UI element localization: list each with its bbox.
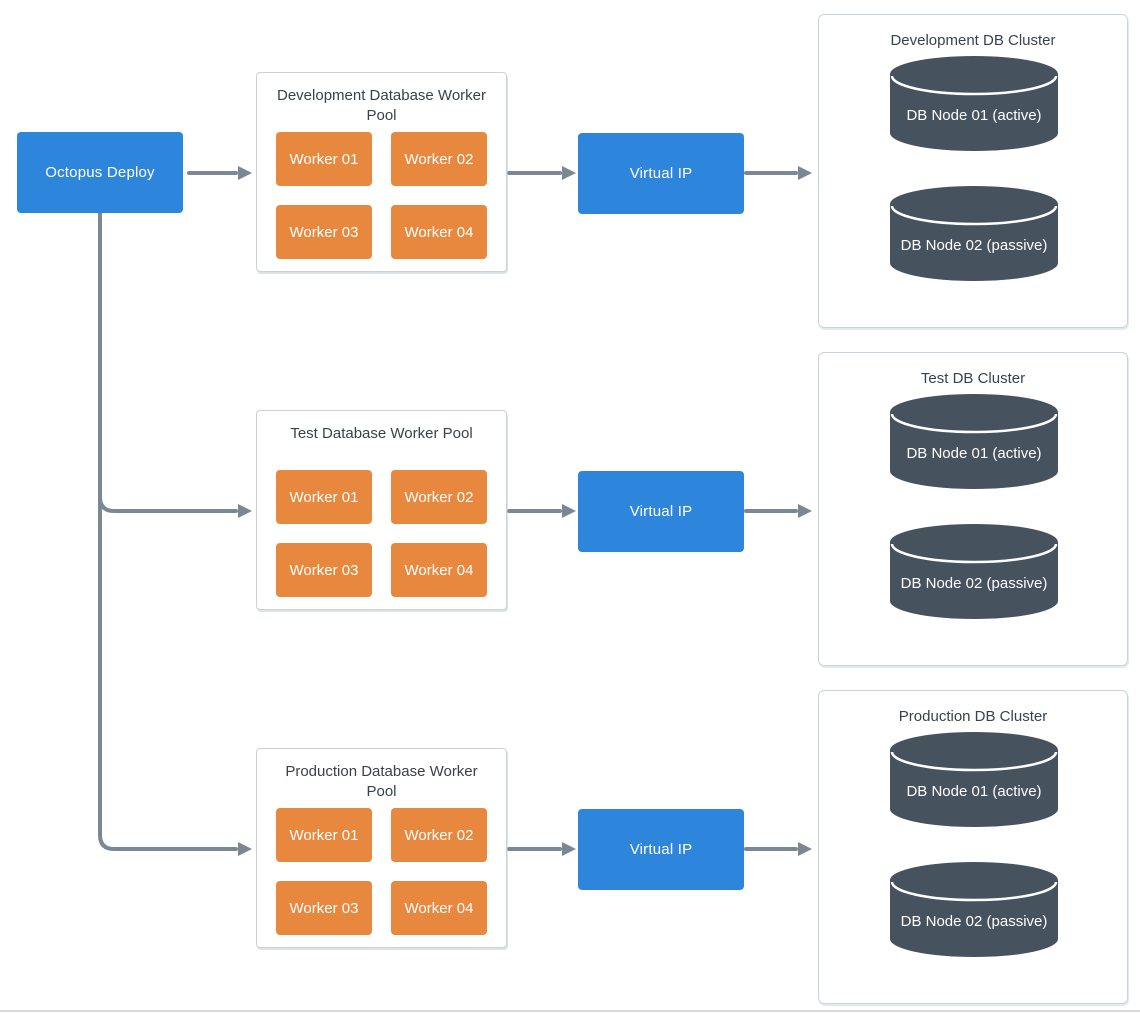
virtual-ip-node-development: Virtual IP	[578, 133, 744, 214]
db-cluster-panel-production: Production DB Cluster DB Node 01 (active…	[818, 690, 1128, 1004]
pool-title: Test Database Worker Pool	[290, 425, 473, 442]
arrowhead	[238, 504, 252, 518]
arrowhead	[238, 166, 252, 180]
worker-node: Worker 01	[276, 808, 372, 862]
db-node-label: DB Node 02 (passive)	[900, 575, 1048, 592]
worker-node: Worker 02	[391, 808, 487, 862]
worker-node: Worker 03	[276, 881, 372, 935]
virtual-ip-node-test: Virtual IP	[578, 471, 744, 552]
db-node-cylinder: DB Node 02 (passive)	[890, 524, 1058, 619]
arrowhead	[562, 842, 576, 856]
db-node-label: DB Node 01 (active)	[906, 783, 1042, 800]
cluster-title: Production DB Cluster	[898, 708, 1048, 725]
db-node-cylinder: DB Node 01 (active)	[890, 732, 1058, 827]
arrowhead	[798, 166, 812, 180]
db-cluster-panel-test: Test DB Cluster DB Node 01 (active) DB N…	[818, 352, 1128, 666]
worker-node: Worker 01	[276, 132, 372, 186]
worker-node: Worker 02	[391, 470, 487, 524]
worker-node: Worker 04	[391, 205, 487, 259]
arrowhead	[238, 842, 252, 856]
worker-pool-panel-test: Test Database Worker Pool Worker 01 Work…	[256, 410, 507, 610]
worker-pool-panel-production: Production Database Worker Pool Worker 0…	[256, 748, 507, 948]
worker-node: Worker 02	[391, 132, 487, 186]
branch-to-test-pool	[98, 495, 238, 513]
arrowhead	[798, 842, 812, 856]
pool-title: Development Database Worker Pool	[277, 87, 486, 124]
cluster-title: Development DB Cluster	[890, 32, 1056, 49]
bottom-divider	[0, 1010, 1140, 1012]
db-node-label: DB Node 01 (active)	[906, 107, 1042, 124]
db-node-label: DB Node 01 (active)	[906, 445, 1042, 462]
worker-pool-panel-development: Development Database Worker Pool Worker …	[256, 72, 507, 272]
db-node-label: DB Node 02 (passive)	[900, 913, 1048, 930]
db-cluster-panel-development: Development DB Cluster DB Node 01 (activ…	[818, 14, 1128, 328]
db-node-cylinder: DB Node 02 (passive)	[890, 186, 1058, 281]
db-node-cylinder: DB Node 02 (passive)	[890, 862, 1058, 957]
cluster-title: Test DB Cluster	[920, 370, 1026, 387]
db-node-cylinder: DB Node 01 (active)	[890, 394, 1058, 489]
worker-node: Worker 04	[391, 543, 487, 597]
db-node-label: DB Node 02 (passive)	[900, 237, 1048, 254]
worker-node: Worker 01	[276, 470, 372, 524]
worker-node: Worker 03	[276, 205, 372, 259]
trunk-octopus-down	[98, 212, 238, 851]
octopus-deploy-node: Octopus Deploy	[17, 132, 183, 213]
arrowhead	[562, 504, 576, 518]
db-node-cylinder: DB Node 01 (active)	[890, 56, 1058, 151]
worker-node: Worker 04	[391, 881, 487, 935]
arrowhead	[798, 504, 812, 518]
virtual-ip-node-production: Virtual IP	[578, 809, 744, 890]
worker-node: Worker 03	[276, 543, 372, 597]
arrowhead	[562, 166, 576, 180]
pool-title: Production Database Worker Pool	[285, 763, 478, 800]
